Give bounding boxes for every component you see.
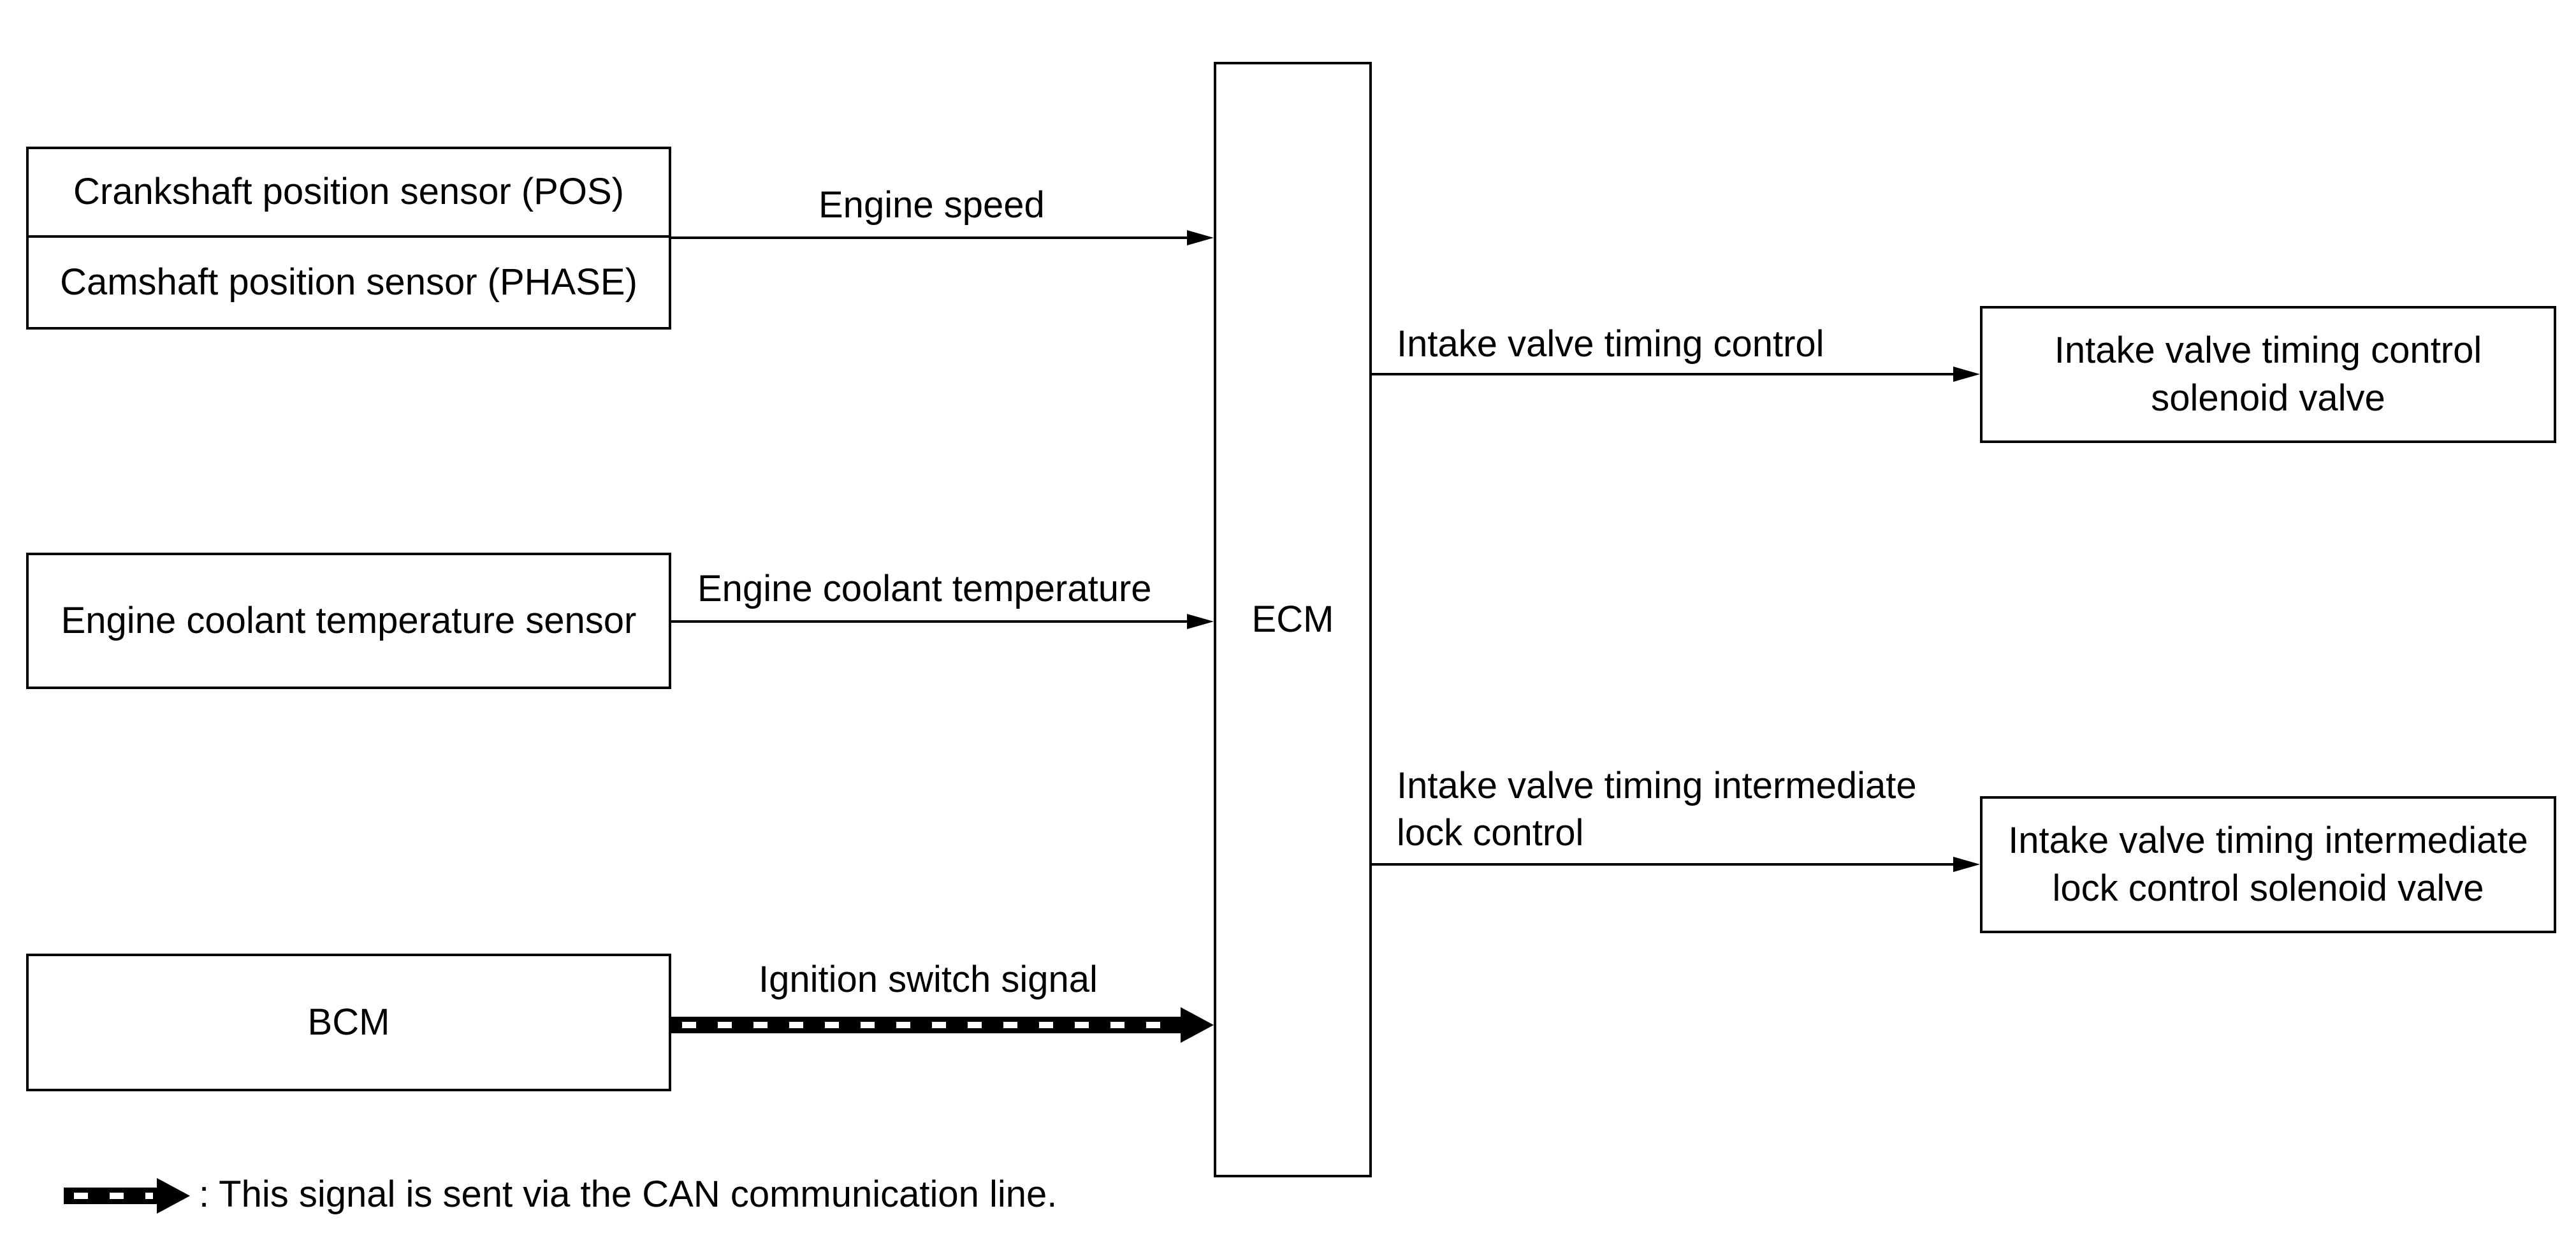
intermediate-lock-signal-label: Intake valve timing intermediate lock co…	[1397, 762, 1917, 857]
ecm-box: ECM	[1214, 62, 1372, 1177]
ignition-switch-signal-label: Ignition switch signal	[759, 959, 1098, 1000]
intermediate-lock-solenoid-box: Intake valve timing intermediate lock co…	[1980, 796, 2556, 933]
position-sensor-group-box: Crankshaft position sensor (POS) Camshaf…	[26, 147, 671, 330]
camshaft-sensor-cell: Camshaft position sensor (PHASE)	[29, 238, 669, 327]
coolant-sensor-label: Engine coolant temperature sensor	[61, 599, 637, 641]
bcm-box: BCM	[26, 954, 671, 1091]
engine-speed-arrowhead	[1187, 230, 1214, 245]
coolant-sensor-box: Engine coolant temperature sensor	[26, 553, 671, 689]
coolant-temperature-arrowhead	[1187, 614, 1214, 629]
intake-timing-solenoid-box: Intake valve timing control solenoid val…	[1980, 306, 2556, 443]
crankshaft-sensor-cell: Crankshaft position sensor (POS)	[29, 149, 669, 238]
can-line-arrowhead	[1181, 1007, 1214, 1043]
intermediate-lock-signal-label-line2: lock control	[1397, 812, 1584, 854]
intake-timing-solenoid-label-line2: solenoid valve	[2151, 377, 2385, 419]
bcm-label: BCM	[307, 1001, 390, 1043]
engine-speed-label: Engine speed	[819, 184, 1045, 226]
intermediate-lock-signal-label-line1: Intake valve timing intermediate	[1397, 765, 1917, 806]
ecm-label: ECM	[1251, 598, 1334, 640]
intake-timing-control-arrowhead	[1953, 367, 1980, 382]
camshaft-sensor-label: Camshaft position sensor (PHASE)	[60, 261, 637, 303]
legend-can-symbol-arrowhead	[157, 1178, 190, 1214]
legend-text: : This signal is sent via the CAN commun…	[199, 1174, 1058, 1215]
intake-timing-solenoid-label-line1: Intake valve timing control	[2054, 330, 2482, 372]
crankshaft-sensor-label: Crankshaft position sensor (POS)	[73, 171, 624, 213]
intermediate-lock-solenoid-label-line1: Intake valve timing intermediate	[2008, 820, 2528, 862]
coolant-temperature-signal-label: Engine coolant temperature	[697, 568, 1152, 609]
intake-timing-control-signal-label: Intake valve timing control	[1397, 323, 1824, 365]
intermediate-lock-solenoid-label-line2: lock control solenoid valve	[2052, 867, 2484, 909]
intermediate-lock-arrowhead	[1953, 857, 1980, 872]
can-line-outline	[671, 1017, 1184, 1033]
